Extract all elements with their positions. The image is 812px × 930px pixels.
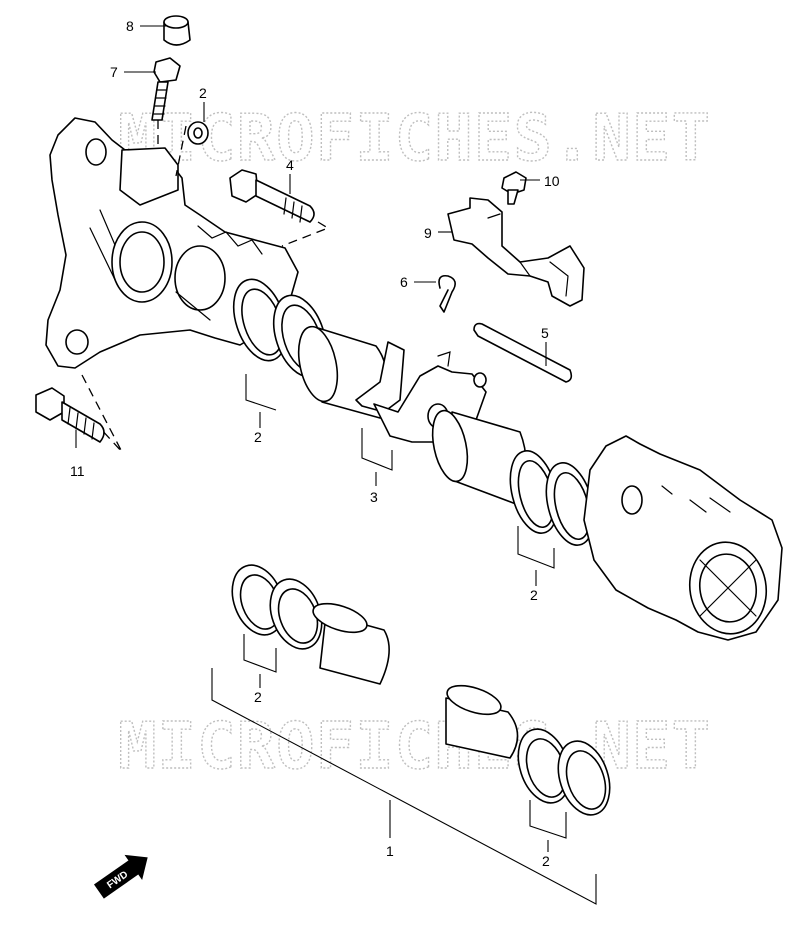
callout-6: 6 xyxy=(400,274,408,290)
kit-piston-left xyxy=(312,602,390,685)
kit-seal-right-a xyxy=(517,728,571,804)
bolt-11-guide xyxy=(81,374,123,453)
leader-3 xyxy=(361,428,393,486)
watermark-top: MICROFICHES.NET xyxy=(118,102,711,176)
fwd-arrow-icon: FWD xyxy=(94,854,148,899)
leader-2-a xyxy=(245,374,277,428)
kit-piston-right xyxy=(445,684,519,759)
seal-ring-lower-b xyxy=(545,462,595,546)
bleeder-screw-7 xyxy=(151,57,181,121)
clip-6 xyxy=(438,274,456,313)
callout-7: 7 xyxy=(110,64,118,80)
leader-2-c xyxy=(243,634,277,688)
screw-10 xyxy=(501,171,527,205)
callout-4: 4 xyxy=(286,157,294,173)
seal-ring-upper-a xyxy=(232,278,288,362)
bleeder-cap-8 xyxy=(163,15,191,46)
watermark-bottom: MICROFICHES.NET xyxy=(118,710,711,784)
callout-8: 8 xyxy=(126,18,134,34)
leader-2-d xyxy=(529,800,567,852)
callout-11: 11 xyxy=(70,463,85,479)
piston-lower xyxy=(431,409,527,505)
caliper-housing xyxy=(583,435,783,641)
kit-seal-right-b xyxy=(557,740,611,816)
kit-bracket-line xyxy=(211,668,597,905)
seal-ring-lower-a xyxy=(509,450,559,534)
leader-2-b xyxy=(517,526,555,586)
bleeder-guide xyxy=(157,120,187,177)
callout-2-c: 2 xyxy=(254,689,262,705)
kit-seal-left-b xyxy=(269,578,323,650)
callout-2-a: 2 xyxy=(254,429,262,445)
callout-2-d: 2 xyxy=(542,853,550,869)
callout-10: 10 xyxy=(544,173,560,189)
callout-1: 1 xyxy=(386,843,394,859)
callout-2-b: 2 xyxy=(530,587,538,603)
pin-bolt-guide xyxy=(281,221,330,247)
pin-5 xyxy=(473,322,573,383)
kit-seal-left-a xyxy=(231,564,285,636)
callout-2-top: 2 xyxy=(199,85,207,101)
callout-3: 3 xyxy=(370,489,378,505)
callout-5: 5 xyxy=(541,325,549,341)
pad-spring-9 xyxy=(447,197,585,307)
washer-2-top xyxy=(187,121,209,145)
bolt-11 xyxy=(35,387,105,443)
pin-bolt-4 xyxy=(229,169,315,223)
callout-9: 9 xyxy=(424,225,432,241)
